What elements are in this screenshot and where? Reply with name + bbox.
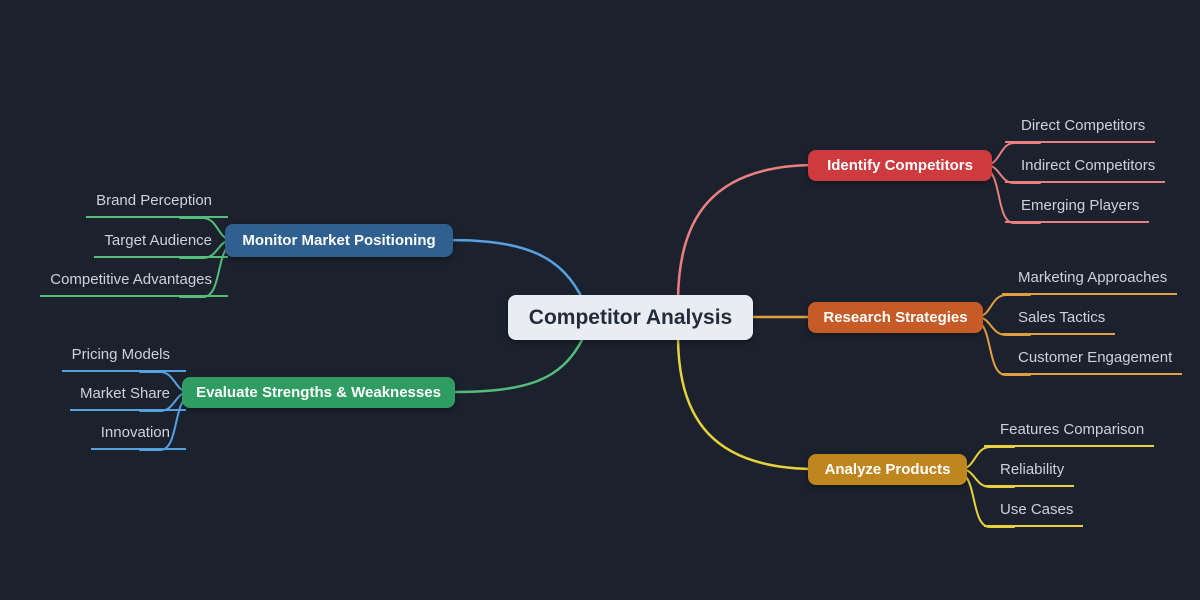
link-root-evaluate-strengths	[448, 334, 586, 394]
link-root-analyze-products	[676, 334, 818, 471]
branch-node-evaluate-strengths-weaknesses[interactable]: Evaluate Strengths & Weaknesses	[182, 377, 455, 408]
leaf-use-cases[interactable]: Use Cases	[984, 500, 1084, 527]
leaf-indirect-competitors[interactable]: Indirect Competitors	[1005, 156, 1166, 183]
branch-node-identify-competitors[interactable]: Identify Competitors	[808, 150, 992, 181]
leaf-marketing-approaches[interactable]: Marketing Approaches	[1002, 268, 1178, 295]
leaf-target-audience[interactable]: Target Audience	[94, 231, 228, 258]
leaf-innovation[interactable]: Innovation	[90, 423, 186, 450]
leaf-brand-perception[interactable]: Brand Perception	[86, 191, 228, 218]
leaf-pricing-models[interactable]: Pricing Models	[61, 345, 186, 372]
leaf-market-share[interactable]: Market Share	[69, 384, 186, 411]
branch-node-analyze-products[interactable]: Analyze Products	[808, 454, 967, 485]
leaf-competitive-advantages[interactable]: Competitive Advantages	[40, 270, 228, 297]
leaf-reliability[interactable]: Reliability	[984, 460, 1075, 487]
leaf-sales-tactics[interactable]: Sales Tactics	[1002, 308, 1116, 335]
branch-node-monitor-market-positioning[interactable]: Monitor Market Positioning	[225, 224, 453, 257]
leaf-customer-engagement[interactable]: Customer Engagement	[1002, 348, 1183, 375]
leaf-direct-competitors[interactable]: Direct Competitors	[1005, 116, 1156, 143]
leaf-emerging-players[interactable]: Emerging Players	[1005, 196, 1150, 223]
root-node-competitor-analysis[interactable]: Competitor Analysis	[508, 295, 753, 340]
branch-node-research-strategies[interactable]: Research Strategies	[808, 302, 983, 333]
leaf-features-comparison[interactable]: Features Comparison	[984, 420, 1155, 447]
link-root-identify-competitors	[676, 163, 818, 304]
link-root-monitor-market-positioning	[446, 238, 586, 304]
